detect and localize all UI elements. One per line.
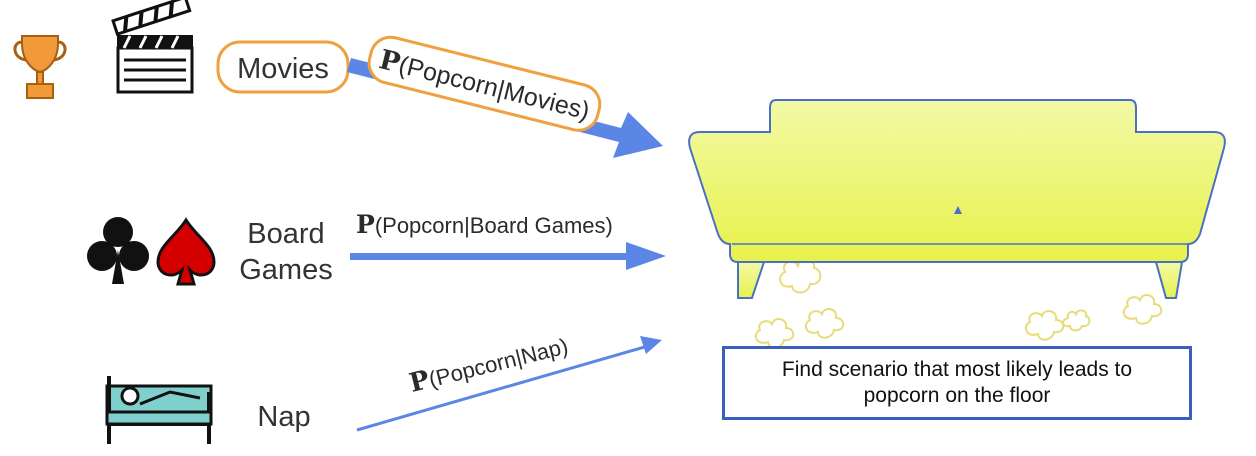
movies-prob-label: P(Popcorn|Movies)	[367, 35, 602, 132]
nap-prob-label: P(Popcorn|Nap)	[406, 330, 571, 398]
board-games-label-line2: Games	[239, 254, 332, 286]
result-box: Find scenario that most likely leads to …	[722, 346, 1192, 420]
nap-label: Nap	[257, 401, 310, 433]
sofa-icon	[688, 99, 1226, 299]
movies-label: Movies	[237, 53, 329, 85]
board-games-label-line1: Board	[247, 218, 324, 250]
movies-highlight	[216, 40, 350, 94]
board-games-arrow	[350, 242, 666, 270]
result-line2: popcorn on the floor	[863, 384, 1051, 407]
popcorn-icon	[754, 258, 1163, 349]
board-games-prob-label: P(Popcorn|Board Games)	[356, 210, 613, 239]
nap-arrow	[356, 336, 662, 432]
svg-text:P(Popcorn|Nap): P(Popcorn|Nap)	[406, 330, 571, 398]
club-icon	[87, 217, 149, 284]
trophy-icon	[13, 35, 67, 99]
bed-icon	[105, 376, 213, 444]
clapperboard-icon	[111, 0, 194, 94]
result-line1: Find scenario that most likely leads to	[781, 358, 1133, 381]
spade-icon	[156, 217, 216, 286]
